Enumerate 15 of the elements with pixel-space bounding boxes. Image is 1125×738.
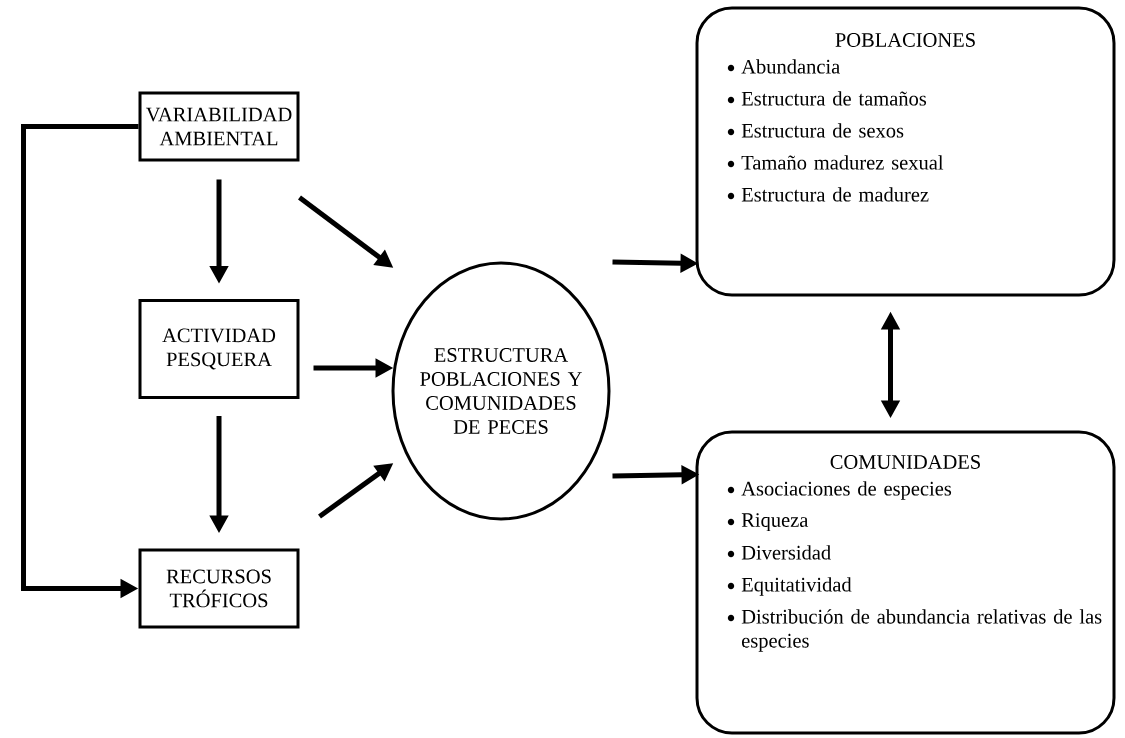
heading: POBLACIONES	[835, 33, 975, 47]
list-item: Tamaño madurez sexual	[727, 155, 944, 170]
list-item: Diversidad	[727, 545, 831, 560]
list-item: Estructura de madurez	[727, 187, 929, 202]
list-item: Asociaciones de especies	[727, 481, 952, 500]
heading: COMUNIDADES	[830, 455, 980, 469]
list-item: Estructura de sexos	[727, 123, 904, 138]
list-item: Estructura de tamaños	[727, 91, 927, 106]
list-item: Riqueza	[727, 513, 809, 532]
process-box: VARIABILIDAD AMBIENTAL	[138, 91, 300, 162]
process-box: RECURSOS TRÓFICOS	[138, 548, 300, 629]
process-box: ACTIVIDAD PESQUERA	[138, 299, 300, 399]
list-item: Equitatividad	[727, 577, 852, 596]
list-item: Abundancia	[727, 59, 840, 74]
list-item: Distribución de abundancia relativas de las especies	[727, 609, 1102, 652]
